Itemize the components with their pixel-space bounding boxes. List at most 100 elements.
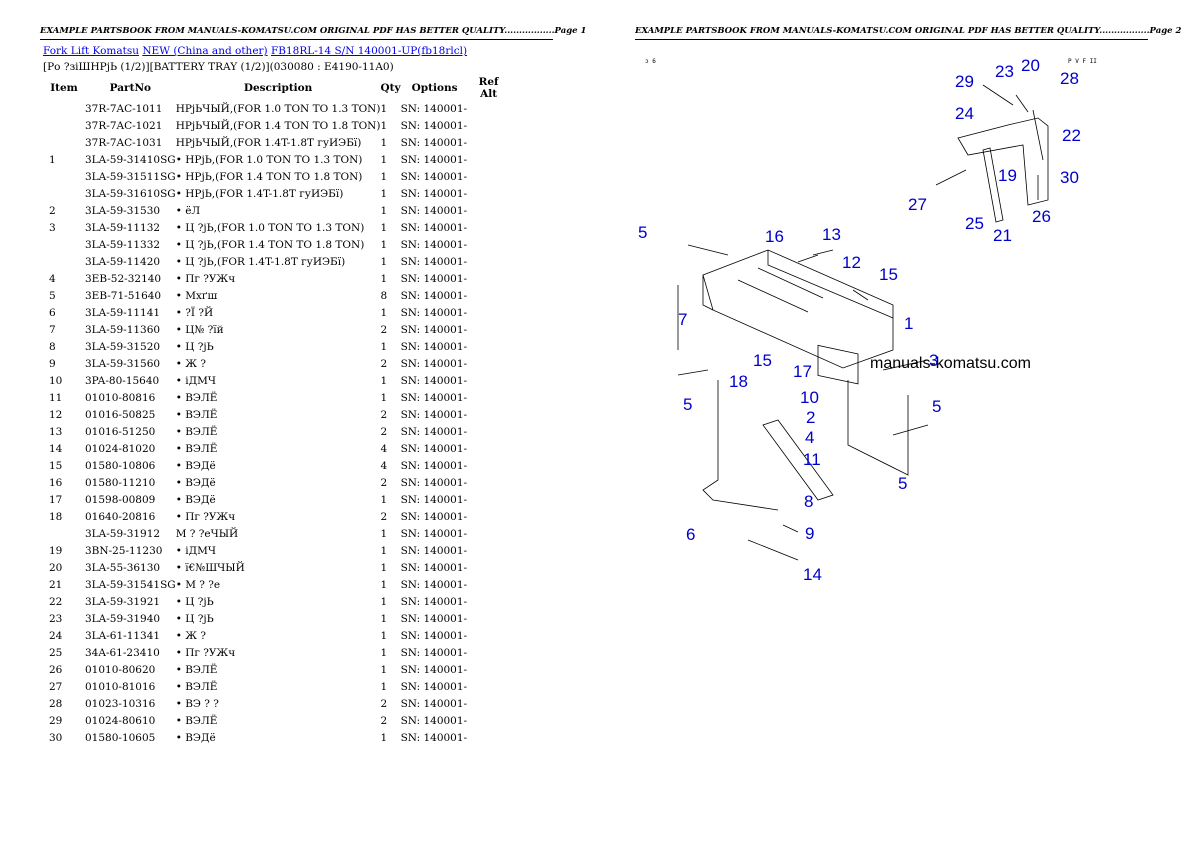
cell-options: SN: 140001- (400, 221, 468, 234)
cell-item: 5 (49, 289, 56, 302)
cell-description: • Пг ?УЖч (175, 646, 236, 659)
callout-20: 20 (1021, 56, 1040, 75)
callout-30: 30 (1060, 168, 1079, 187)
cell-description: • ВЭЛЁ (175, 442, 218, 455)
cell-partno: 3LA-59-31560 (85, 357, 161, 370)
cell-partno: 01010-80816 (85, 391, 156, 404)
callout-11: 11 (803, 450, 821, 469)
cell-options: SN: 140001- (400, 357, 468, 370)
cell-description: • ?Ї ?Й (175, 306, 214, 319)
cell-item: 20 (49, 561, 63, 574)
cell-partno: 01023-10316 (85, 697, 156, 710)
cell-options: SN: 140001- (400, 544, 468, 557)
breadcrumb-link-model[interactable]: FB18RL-14 S/N 140001-UP(fb18rlcl) (271, 45, 468, 57)
cell-options: SN: 140001- (400, 680, 468, 693)
cell-options: SN: 140001- (400, 493, 468, 506)
cell-description: • Ж ? (175, 629, 206, 642)
hook-14 (747, 539, 799, 561)
callout-4: 4 (805, 428, 814, 447)
page-header: EXAMPLE PARTSBOOK FROM MANUALS-KOMATSU.C… (40, 26, 586, 40)
cell-description: НРјЬЧЫЙ,(FOR 1.4 TON TO 1.8 TON) (175, 119, 381, 132)
cell-description: • ВЭЛЁ (175, 663, 218, 676)
cell-ref-alt (469, 661, 509, 678)
cell-ref-alt (469, 321, 509, 338)
cell-options: SN: 140001- (400, 527, 468, 540)
cell-ref-alt (469, 729, 509, 746)
cell-partno: 3LA-59-11141 (85, 306, 161, 319)
cell-ref-alt (469, 644, 509, 661)
breadcrumb-link-forklift[interactable]: Fork Lift Komatsu (43, 45, 139, 57)
pin-5-left (677, 369, 709, 376)
cell-qty: 1 (380, 153, 388, 166)
cell-partno: 3EB-52-32140 (85, 272, 162, 285)
cell-partno: 3LA-59-11132 (85, 221, 161, 234)
callout-10: 10 (800, 388, 819, 407)
callout-17: 17 (793, 362, 812, 381)
cell-options: SN: 140001- (400, 510, 468, 523)
callout-15-top: 15 (879, 265, 898, 284)
cell-partno: 01598-00809 (85, 493, 156, 506)
cell-description: • ВЭ ? ? (175, 697, 219, 710)
cell-options: SN: 140001- (400, 204, 468, 217)
cell-ref-alt (469, 134, 509, 151)
cell-partno: 3LA-59-31921 (85, 595, 161, 608)
cell-partno: 3LA-59-31511SG (85, 170, 176, 183)
cell-partno: 01024-80610 (85, 714, 156, 727)
cell-options: SN: 140001- (400, 306, 468, 319)
callout-23: 23 (995, 62, 1014, 81)
cell-ref-alt (469, 525, 509, 542)
cell-item: 11 (49, 391, 63, 404)
callout-18: 18 (729, 372, 748, 391)
cell-item: 13 (49, 425, 63, 438)
callout-5-left: 5 (683, 395, 692, 414)
cell-item: 16 (49, 476, 63, 489)
cell-item: 1 (49, 153, 56, 166)
cell-options: SN: 140001- (400, 272, 468, 285)
cell-qty: 1 (380, 578, 388, 591)
cell-item: 17 (49, 493, 63, 506)
cell-qty: 1 (380, 646, 388, 659)
cell-qty: 1 (380, 119, 388, 132)
cell-qty: 1 (380, 527, 388, 540)
cell-item: 10 (49, 374, 63, 387)
cell-item: 29 (49, 714, 63, 727)
cell-qty: 1 (380, 391, 388, 404)
cell-item (43, 185, 85, 202)
cell-description: • ёЛ (175, 204, 201, 217)
col-header-options: Options (411, 82, 458, 94)
cell-ref-alt (469, 202, 509, 219)
cell-partno: 37R-7AC-1021 (85, 119, 163, 132)
cell-options: SN: 140001- (400, 459, 468, 472)
right-plate (847, 380, 909, 476)
cell-qty: 2 (380, 425, 388, 438)
cell-item: 12 (49, 408, 63, 421)
cell-ref-alt (469, 389, 509, 406)
cell-options: SN: 140001- (400, 646, 468, 659)
cell-options: SN: 140001- (400, 476, 468, 489)
cell-qty: 1 (380, 255, 388, 268)
cell-options: SN: 140001- (400, 102, 468, 115)
cell-options: SN: 140001- (400, 340, 468, 353)
breadcrumb-link-region[interactable]: NEW (China and other) (142, 45, 268, 57)
cell-qty: 1 (380, 238, 388, 251)
cell-description: • Ц ?јЬ (175, 595, 214, 608)
cell-partno: 3LA-59-31410SG (85, 153, 176, 166)
cell-options: SN: 140001- (400, 289, 468, 302)
page-2: EXAMPLE PARTSBOOK FROM MANUALS-KOMATSU.C… (595, 0, 1190, 842)
table-header-row: Item PartNo Description Qty Options Ref … (43, 76, 509, 100)
cell-item: 2 (49, 204, 56, 217)
cell-ref-alt (469, 491, 509, 508)
